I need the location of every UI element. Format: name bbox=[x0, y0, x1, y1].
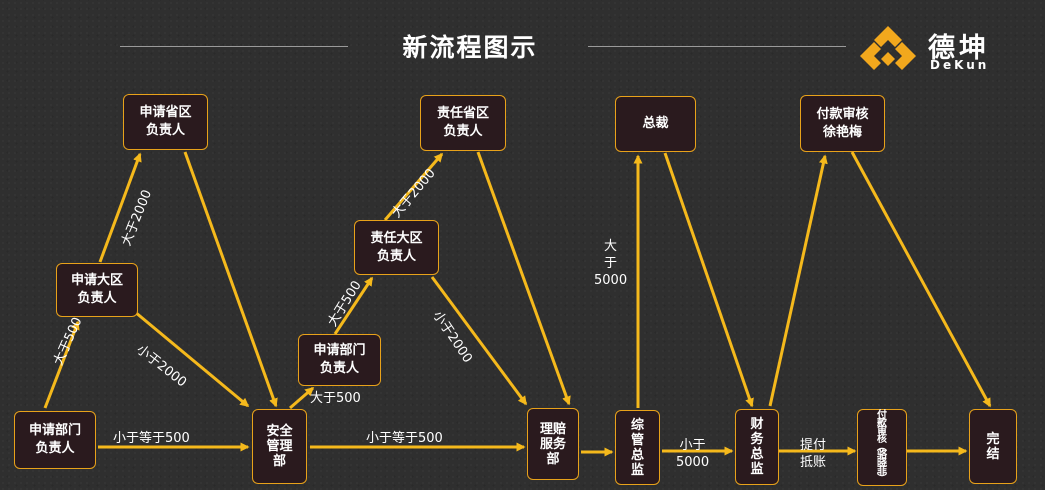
node-apply-province: 申请省区 负责人 bbox=[123, 94, 208, 150]
label-submit-pay: 提付 抵账 bbox=[800, 438, 827, 470]
node-payment-review-a: 付款审核 徐艳梅 bbox=[800, 95, 885, 152]
arrow-deptB-to-respregion bbox=[333, 276, 374, 335]
node-general-mgmt: 综 管 总 监 bbox=[615, 410, 660, 485]
arrow-president-to-finance bbox=[663, 152, 754, 408]
arrow-respregion-to-respprovince bbox=[383, 152, 444, 221]
arrow-reviewA-to-complete bbox=[850, 151, 992, 408]
node-safety-mgmt: 安全 管理 部 bbox=[252, 409, 307, 484]
label-le500-b: 小于等于500 bbox=[366, 431, 443, 446]
arrow-province-to-safety bbox=[183, 151, 278, 408]
node-payment-review-b: 付 款 审 核 ︵ 骆 晓 菲 ︶ bbox=[857, 409, 907, 486]
node-claims-dept: 理赔 服务 部 bbox=[527, 408, 579, 480]
logo-name-en: DeKun bbox=[930, 58, 990, 72]
arrow-finance-to-reviewA bbox=[768, 154, 828, 407]
node-resp-region: 责任大区 负责人 bbox=[354, 220, 439, 275]
logo-name-cn: 德坤 bbox=[928, 33, 990, 64]
dekun-diamond-logo-icon bbox=[860, 26, 916, 70]
node-finance-director: 财 务 总 监 bbox=[735, 409, 779, 485]
title-rule-right bbox=[588, 46, 846, 47]
node-apply-dept-a: 申请部门 负责人 bbox=[14, 411, 96, 469]
label-gt500-b: 大于500 bbox=[310, 391, 361, 406]
arrow-region-to-safety bbox=[134, 310, 250, 408]
node-apply-region: 申请大区 负责人 bbox=[56, 263, 138, 317]
label-gt5000: 大 于 5000 bbox=[594, 239, 628, 288]
company-logo: 德坤 DeKun bbox=[858, 24, 1028, 74]
page-title: 新流程图示 bbox=[402, 33, 538, 62]
label-le500-a: 小于等于500 bbox=[113, 431, 190, 446]
arrow-deptA-to-region bbox=[43, 320, 80, 409]
node-resp-province: 责任省区 负责人 bbox=[420, 95, 506, 151]
node-apply-dept-b: 申请部门 负责人 bbox=[298, 334, 381, 386]
title-rule-left bbox=[120, 46, 348, 47]
arrow-respprovince-to-claims bbox=[476, 151, 571, 406]
arrow-safety-to-deptB bbox=[289, 386, 315, 410]
label-lt5000: 小于 5000 bbox=[676, 438, 710, 470]
arrow-region-to-province bbox=[98, 152, 142, 263]
node-president: 总裁 bbox=[615, 96, 696, 152]
node-complete: 完 结 bbox=[969, 409, 1017, 484]
arrow-respregion-to-claims bbox=[430, 276, 528, 406]
